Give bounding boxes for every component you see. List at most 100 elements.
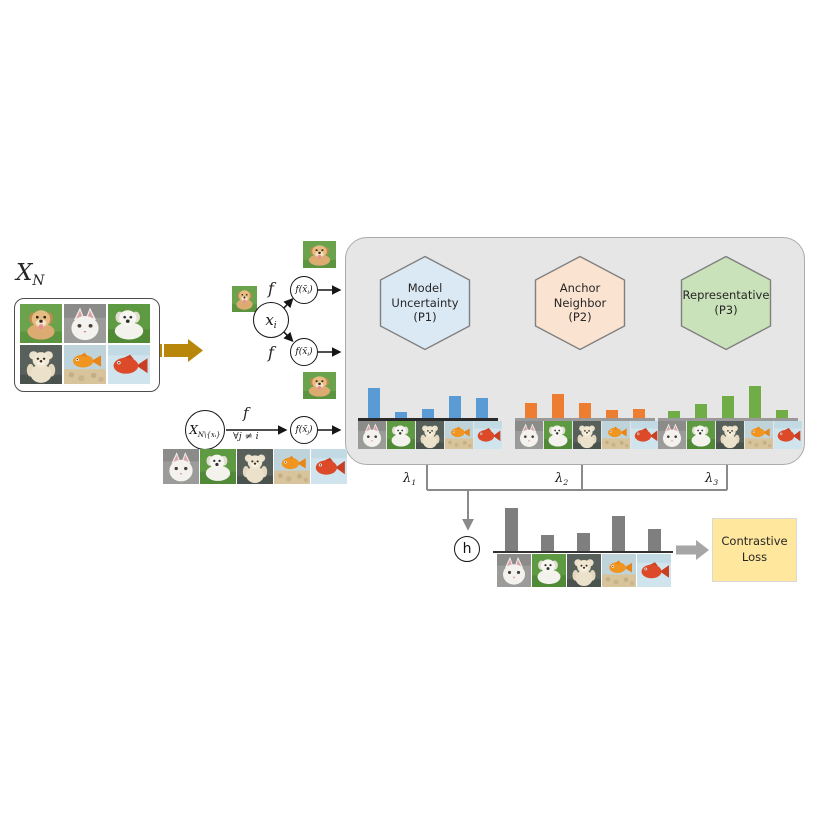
- view1-sub: i: [307, 290, 310, 297]
- white-cat-image: [358, 421, 386, 449]
- anchor-symbol: x: [265, 311, 274, 329]
- lambda1-symbol: λ: [403, 471, 412, 486]
- flow-arrow-icon: [155, 339, 203, 362]
- loss-line2: Loss: [741, 550, 768, 564]
- goldfish-image: [745, 421, 773, 449]
- white-dog-image: [108, 304, 150, 343]
- p2-images-row: [515, 421, 659, 449]
- forall-label: ∀j ≠ i: [233, 431, 259, 442]
- white-cat-image: [64, 304, 106, 343]
- view2-close: ): [309, 347, 313, 357]
- p1-hex-shape: [379, 255, 471, 351]
- neighbor-view-sub: j: [307, 430, 310, 437]
- teddy-bear-image: [716, 421, 744, 449]
- lambda2-subscript: 2: [563, 477, 569, 487]
- teddy-bear-image: [20, 345, 62, 384]
- encoder-label-bottom: f: [268, 343, 274, 362]
- p2-anchor-neighbor-bar: [579, 403, 591, 418]
- view1-close: ): [309, 285, 313, 295]
- goldfish-image: [64, 345, 106, 384]
- contrastive-loss-box: Contrastive Loss: [712, 518, 797, 582]
- golden-puppy-image: [20, 304, 62, 343]
- dataset-label: XN: [16, 260, 44, 289]
- p2-anchor-neighbor-bar: [552, 394, 564, 418]
- combined-images-row: [497, 554, 671, 587]
- p2-line3: (P2): [568, 310, 592, 325]
- lambda2-symbol: λ: [555, 471, 564, 486]
- anchor-image: [232, 286, 257, 312]
- p2-hex-label: Anchor Neighbor (P2): [534, 255, 626, 351]
- dataset-symbol: X: [16, 260, 33, 286]
- p3-images-row: [658, 421, 802, 449]
- prior-p3-hexagon: Representative (P3): [680, 255, 772, 351]
- prior-p1-hexagon: Model Uncertainty (P1): [379, 255, 471, 351]
- view1-text: f(x̄: [295, 285, 308, 295]
- combined-weights-bar: [505, 508, 518, 551]
- p3-representative-bar: [749, 386, 761, 418]
- goldfish-image: [274, 449, 310, 484]
- white-cat-image: [658, 421, 686, 449]
- loss-arrow-icon: [676, 540, 709, 560]
- red-fish-image: [474, 421, 502, 449]
- view2-sub: i: [307, 352, 310, 359]
- anchor-node: xi: [253, 302, 289, 338]
- p2-line1: Anchor: [559, 280, 601, 295]
- p2-anchor-neighbor-bar: [525, 403, 537, 418]
- neighbors-subscript: N\{xᵢ}: [197, 430, 221, 439]
- p3-bar-chart: [658, 386, 798, 421]
- lambda3-symbol: λ: [705, 471, 714, 486]
- lambda1-label: λ1: [403, 471, 417, 487]
- lambda2-label: λ2: [555, 471, 569, 487]
- red-fish-image: [637, 554, 671, 587]
- neighbor-images-row: [163, 449, 347, 484]
- p1-model-uncertainty-bar: [476, 398, 488, 418]
- goldfish-image: [602, 421, 630, 449]
- lambda3-subscript: 3: [713, 477, 719, 487]
- combined-bar-chart: [493, 508, 673, 553]
- lambda3-label: λ3: [705, 471, 719, 487]
- neighbor-embedding-node: f(x̃j): [290, 416, 318, 444]
- neighbor-view-text: f(x̃: [295, 425, 308, 435]
- p3-representative-bar: [695, 404, 707, 418]
- goldfish-image: [602, 554, 636, 587]
- lambda-combiner-lines: [426, 448, 728, 491]
- white-dog-image: [200, 449, 236, 484]
- p3-hex-shape: [680, 255, 772, 351]
- view2-text: f(x̃: [295, 347, 308, 357]
- augmented-view2-image: [303, 372, 336, 399]
- p1-line1: Model: [407, 280, 443, 295]
- p3-representative-bar: [668, 411, 680, 418]
- anchor-subscript: i: [273, 321, 277, 332]
- combined-weights-bar: [612, 516, 626, 551]
- goldfish-image: [445, 421, 473, 449]
- white-dog-image: [544, 421, 572, 449]
- prior-p2-hexagon: Anchor Neighbor (P2): [534, 255, 626, 351]
- encoder-label-top: f: [268, 279, 274, 298]
- neighbor-view-close: ): [309, 425, 313, 435]
- p1-model-uncertainty-bar: [422, 409, 434, 418]
- p2-anchor-neighbor-bar: [606, 410, 618, 418]
- loss-line1: Contrastive: [721, 534, 788, 549]
- arrow-anchor-to-view2: [282, 330, 294, 343]
- aggregator-node: h: [454, 536, 480, 562]
- neighbors-symbol: X: [189, 423, 198, 437]
- p1-hex-label: Model Uncertainty (P1): [379, 255, 471, 351]
- white-cat-image: [497, 554, 531, 587]
- white-dog-image: [532, 554, 566, 587]
- p2-hex-shape: [534, 255, 626, 351]
- p1-line2: Uncertainty: [391, 295, 459, 310]
- p3-representative-bar: [776, 410, 788, 418]
- neighbors-set-node: XN\{xᵢ}: [185, 410, 225, 450]
- lambda1-subscript: 1: [411, 477, 417, 487]
- p1-images-row: [358, 421, 502, 449]
- white-dog-image: [387, 421, 415, 449]
- view2-embedding-node: f(x̃i): [290, 338, 318, 366]
- p1-bar-chart: [358, 388, 498, 421]
- p3-line2: (P3): [714, 303, 738, 317]
- red-fish-image: [108, 345, 150, 384]
- view1-embedding-node: f(x̄i): [290, 276, 318, 304]
- p2-bar-chart: [515, 394, 655, 421]
- p2-line2: Neighbor: [553, 295, 607, 310]
- teddy-bear-image: [573, 421, 601, 449]
